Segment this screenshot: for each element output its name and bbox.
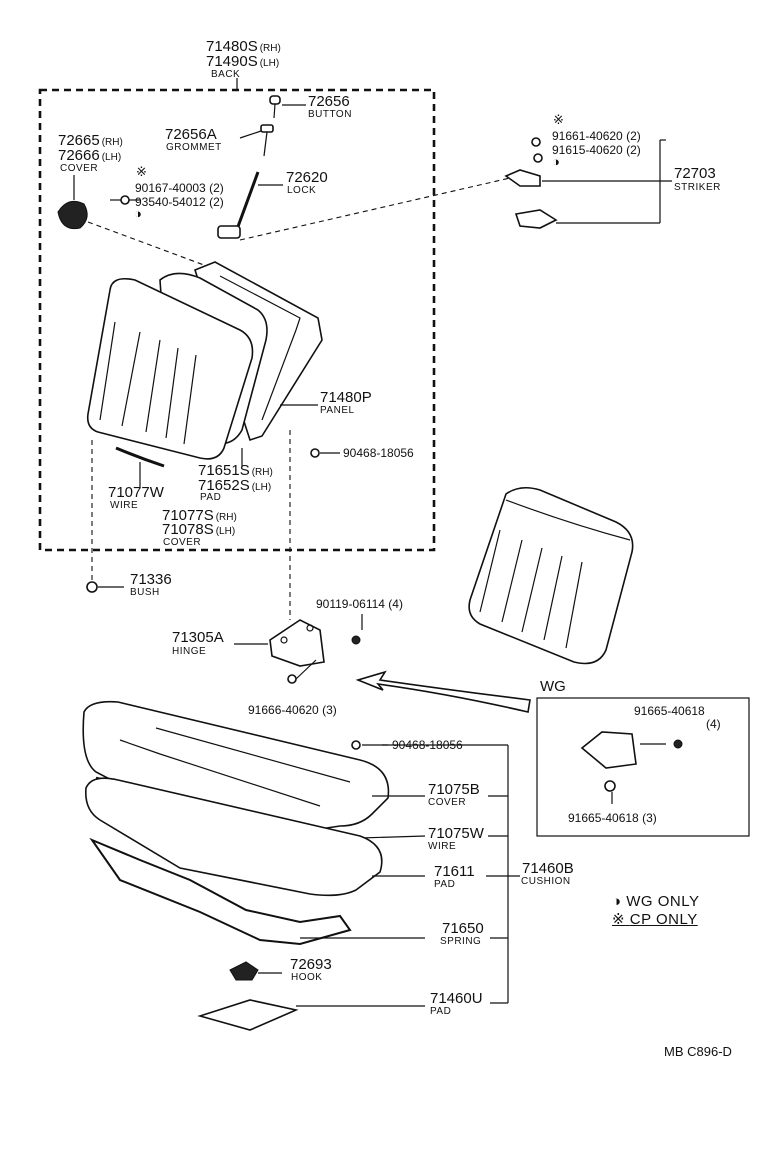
- spring-part: [89, 837, 425, 946]
- button-part: [269, 95, 306, 119]
- back-wire-label: WIRE: [110, 500, 139, 511]
- back-wire-part: [115, 446, 165, 488]
- striker-bolt2-part-no: 91615-40620 (2): [552, 143, 641, 157]
- back-clip-part: [310, 448, 340, 458]
- striker-bolt2-wg-mark: ◑: [552, 154, 560, 169]
- cushion-wire-label: WIRE: [428, 841, 457, 852]
- screw1-cp-mark: ※: [136, 164, 147, 179]
- back-pad-label: PAD: [200, 492, 222, 503]
- cushion-wire-part-no: 71075W: [428, 825, 484, 842]
- lock-part: [217, 171, 511, 241]
- back-wire-part-no: 71077W: [108, 484, 164, 501]
- lock-part-no: 72620: [286, 169, 328, 186]
- hinge-part: [234, 614, 363, 684]
- wg-box-title: WG: [540, 678, 566, 695]
- back-cover-part: [86, 277, 254, 460]
- cushion-cover-label: COVER: [428, 797, 467, 808]
- back-part-lh: 71490S(LH): [206, 53, 280, 70]
- spring-label: SPRING: [440, 936, 482, 947]
- bottom-pad-part-no: 71460U: [430, 990, 483, 1007]
- bottom-pad-part: [197, 999, 425, 1031]
- bush-label: BUSH: [130, 587, 160, 598]
- back-cover-part-rh: 72665(RH): [58, 132, 123, 149]
- bush-part-no: 71336: [130, 571, 172, 588]
- screw1-part-no: 90167-40003 (2): [135, 181, 224, 195]
- hook-label: HOOK: [291, 972, 323, 983]
- grommet-label: GROMMET: [166, 142, 222, 153]
- back-cover-label: COVER: [60, 163, 99, 174]
- striker-part-no: 72703: [674, 165, 716, 182]
- wg-hinge: [580, 731, 683, 804]
- wg-seat-back: [468, 486, 634, 665]
- wg-arrow: [355, 670, 531, 713]
- panel-part-no: 71480P: [320, 389, 372, 406]
- back-cover-part-lh: 72666(LH): [58, 147, 122, 164]
- bush-part: [86, 581, 124, 593]
- back-part-rh: 71480S(RH): [206, 38, 281, 55]
- back-clip-part-no: 90468-18056: [343, 446, 414, 460]
- cushion-pad-part: [84, 777, 425, 897]
- hinge-label: HINGE: [172, 646, 207, 657]
- back-cover2-part-rh: 71077S(RH): [162, 507, 237, 524]
- cushion-assembly-label: CUSHION: [521, 876, 571, 887]
- cp-only-text: CP ONLY: [629, 911, 698, 928]
- striker-part: [504, 137, 672, 229]
- screw2-part-no: 93540-54012 (2): [135, 195, 224, 209]
- cushion-clip: [351, 740, 388, 750]
- diagram-code: MB C896-D: [664, 1044, 732, 1059]
- wg-bolt1-qty: (4): [706, 717, 721, 731]
- hook-part-no: 72693: [290, 956, 332, 973]
- cp-only-symbol: ※: [612, 911, 626, 928]
- back-cover2-part-lh: 71078S(LH): [162, 521, 236, 538]
- legend-cp-only: ※ CP ONLY: [612, 912, 698, 928]
- spring-part-no: 71650: [442, 920, 484, 937]
- cushion-pad-label: PAD: [434, 879, 456, 890]
- back-pad-part-rh: 71651S(RH): [198, 462, 273, 479]
- button-label: BUTTON: [308, 109, 352, 120]
- screw2-wg-mark: ◑: [134, 206, 142, 221]
- wg-only-symbol: ◑: [612, 893, 622, 910]
- striker-bolt1-cp-mark: ※: [553, 112, 564, 127]
- legend-wg-only: ◑ WG ONLY: [612, 894, 699, 910]
- hook-part: [229, 961, 282, 981]
- striker-label: STRIKER: [674, 182, 721, 193]
- back-cover2-label: COVER: [163, 537, 202, 548]
- back-label: BACK: [211, 69, 241, 80]
- bottom-pad-label: PAD: [430, 1006, 452, 1017]
- hinge-bolt2-part-no: 91666-40620 (3): [248, 703, 337, 717]
- wg-bolt1-part-no: 91665-40618: [634, 704, 705, 718]
- striker-bolt1-part-no: 91661-40620 (2): [552, 129, 641, 143]
- cushion-assembly-part-no: 71460B: [522, 860, 574, 877]
- wg-only-text: WG ONLY: [626, 893, 700, 910]
- panel-label: PANEL: [320, 405, 355, 416]
- hinge-part-no: 71305A: [172, 629, 224, 646]
- cushion-clip-part-no: 90468-18056: [392, 738, 463, 752]
- lock-label: LOCK: [287, 185, 317, 196]
- wg-bolt2-part-no: 91665-40618 (3): [568, 811, 657, 825]
- back-screw: [110, 195, 140, 205]
- cushion-cover-part-no: 71075B: [428, 781, 480, 798]
- hinge-bolt-part-no: 90119-06114 (4): [316, 597, 403, 611]
- back-cover-knob: [57, 175, 213, 269]
- grommet-part: [239, 124, 274, 157]
- back-pad-part-lh: 71652S(LH): [198, 477, 272, 494]
- grommet-part-no: 72656A: [165, 126, 217, 143]
- button-part-no: 72656: [308, 93, 350, 110]
- wg-box: [536, 697, 750, 837]
- cushion-pad-part-no: 71611: [434, 863, 475, 880]
